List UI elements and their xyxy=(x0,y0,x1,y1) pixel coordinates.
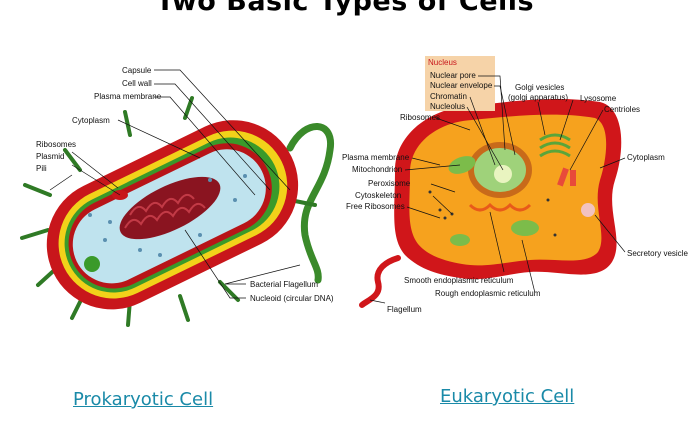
centrioles xyxy=(557,167,576,187)
endoplasmic-reticulum xyxy=(468,202,532,212)
label-mitochondrion: Mitochondrion xyxy=(352,165,402,174)
golgi-apparatus xyxy=(539,133,571,158)
nucleoid xyxy=(119,176,221,240)
label-pili: Pili xyxy=(36,164,47,173)
ribosome-dots xyxy=(88,174,247,257)
caption-eukaryotic-cell: Eukaryotic Cell xyxy=(440,386,575,407)
label-centrioles: Centrioles xyxy=(604,105,640,114)
caption-prokaryotic-cell: Prokaryotic Cell xyxy=(73,389,214,410)
label-free-ribosomes: Free Ribosomes xyxy=(346,202,405,211)
label-capsule: Capsule xyxy=(122,66,152,75)
label-cytoskeleton: Cytoskeleton xyxy=(355,191,401,200)
label-smooth-er: Smooth endoplasmic reticulum xyxy=(404,276,514,285)
label-nucleolus: Nucleolus xyxy=(430,102,465,111)
nucleus-label-box xyxy=(425,56,495,111)
bacterial-flagellum xyxy=(286,123,334,284)
eukaryote-labels: Nucleus Nuclear pore Nuclear envelope Ch… xyxy=(342,58,688,314)
label-ribosomes: Ribosomes xyxy=(36,140,76,149)
label-nuclear-pore: Nuclear pore xyxy=(430,71,476,80)
label-rough-er: Rough endoplasmic reticulum xyxy=(435,289,541,298)
label-cell-wall: Cell wall xyxy=(122,79,152,88)
label-nuclear-envelope: Nuclear envelope xyxy=(430,81,493,90)
eukaryotic-cell-illustration xyxy=(359,99,622,308)
label-chromatin: Chromatin xyxy=(430,92,467,101)
page-title: Two Basic Types of Cells xyxy=(155,0,535,17)
nucleolus xyxy=(494,165,512,183)
label-eukaryote-ribosomes: Ribosomes xyxy=(400,113,440,122)
mitochondrion-2 xyxy=(511,220,539,236)
label-nucleus: Nucleus xyxy=(428,58,457,67)
label-plasmid: Plasmid xyxy=(36,152,64,161)
label-bacterial-flagellum: Bacterial Flagellum xyxy=(250,280,318,289)
label-secretory-vesicle: Secretory vesicle xyxy=(627,249,688,258)
inclusion-body xyxy=(84,256,100,272)
label-flagellum: Flagellum xyxy=(387,305,422,314)
prokaryote-leader-lines xyxy=(49,69,301,299)
label-eukaryote-plasma-membrane: Plasma membrane xyxy=(342,153,410,162)
prokaryotic-cell-illustration xyxy=(20,96,334,327)
secretory-vesicle xyxy=(581,203,595,217)
label-cytoplasm: Cytoplasm xyxy=(72,116,110,125)
eukaryote-leader-lines xyxy=(369,75,626,304)
prokaryote-labels: Capsule Cell wall Plasma membrane Cytopl… xyxy=(36,66,334,303)
label-peroxisome: Peroxisome xyxy=(368,179,411,188)
label-nucleoid: Nucleoid (circular DNA) xyxy=(250,294,334,303)
label-lysosome: Lysosome xyxy=(580,94,617,103)
label-golgi-vesicles: Golgi vesicles xyxy=(515,83,564,92)
eukaryote-flagellum xyxy=(359,255,401,308)
mitochondrion-1 xyxy=(448,156,476,174)
label-plasma-membrane: Plasma membrane xyxy=(94,92,162,101)
label-golgi-apparatus: (golgi apparatus) xyxy=(508,93,568,102)
label-eukaryote-cytoplasm: Cytoplasm xyxy=(627,153,665,162)
mitochondrion-3 xyxy=(450,234,470,246)
